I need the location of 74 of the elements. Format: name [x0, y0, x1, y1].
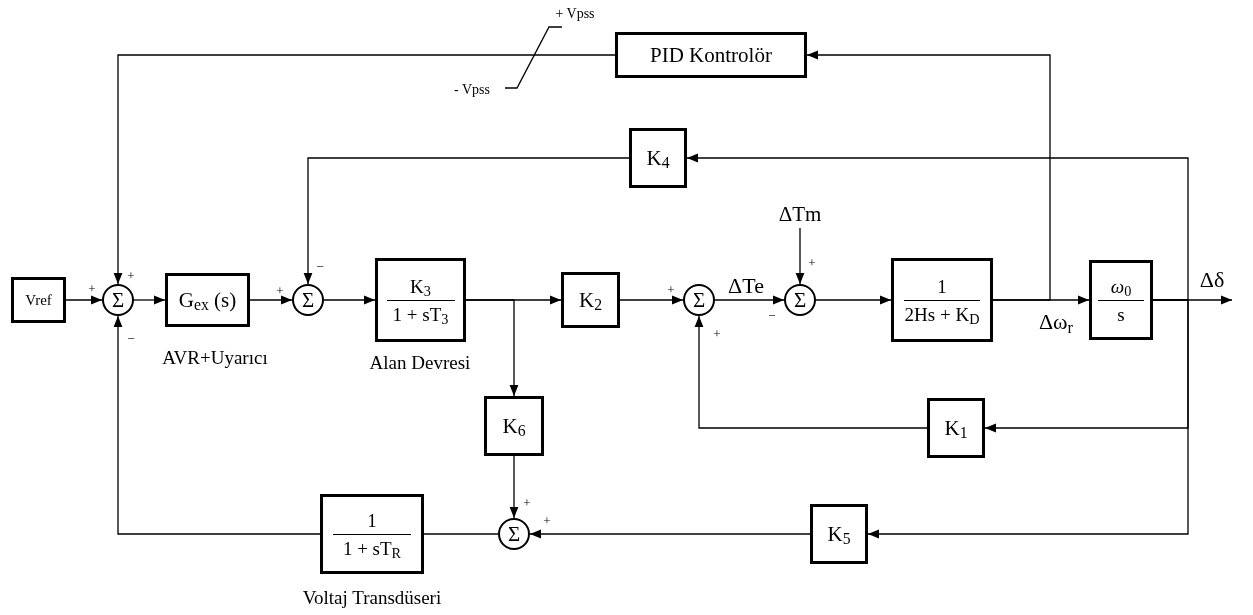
transfer-function-block — [810, 504, 868, 564]
block-caption: Voltaj Transdüseri — [302, 586, 442, 610]
transfer-function-block — [11, 277, 66, 323]
block-label: K$_{6}$ — [502, 415, 526, 437]
sign-label: + — [523, 495, 531, 509]
transfer-function-block — [615, 32, 807, 78]
denominator: 2Hs + K$_{D}$ — [904, 304, 980, 324]
arrow — [529, 529, 811, 539]
arrow — [714, 295, 785, 305]
block-caption: AVR+Uyarıcı — [162, 346, 268, 370]
summing-junction — [498, 518, 530, 550]
arrow — [815, 295, 892, 305]
arrow — [323, 295, 376, 305]
sign-label: + — [88, 281, 96, 295]
signal-name: ΔTm — [778, 203, 822, 225]
sign-label: − — [768, 308, 776, 322]
sign-label: + — [808, 255, 816, 269]
transfer-function-block — [165, 273, 250, 327]
summing-junction — [292, 284, 324, 316]
connector-line — [423, 533, 499, 535]
arrow — [795, 227, 805, 285]
block-label: K$_{2}$ — [578, 289, 602, 311]
summing-junction — [784, 284, 816, 316]
transfer-function-block — [891, 258, 993, 342]
block-caption: Alan Devresi — [369, 351, 471, 375]
sign-label: + — [667, 282, 675, 296]
arrow — [65, 295, 103, 305]
sigma-symbol: Σ — [692, 289, 706, 311]
transfer-function-block — [375, 258, 466, 342]
block-label: K$_{1}$ — [944, 417, 968, 439]
sigma-symbol: Σ — [111, 289, 125, 311]
arrow — [249, 295, 293, 305]
block-label: PID Kontrolör — [650, 44, 772, 66]
sigma-symbol: Σ — [301, 289, 315, 311]
arrow — [619, 295, 684, 305]
numerator: 1 — [367, 510, 377, 530]
sign-label: + — [127, 268, 135, 282]
arrow — [133, 295, 166, 305]
arrow — [806, 50, 1051, 301]
transfer-function-block — [320, 494, 424, 574]
denominator: 1 + sT$_{3}$ — [392, 304, 449, 324]
numerator: 1 — [937, 276, 947, 296]
block-label: G$_{ex}$ (s) — [178, 289, 237, 311]
denominator: 1 + sT$_{R}$ — [342, 538, 402, 558]
denominator: s — [1117, 304, 1125, 324]
block-label: Vref — [25, 292, 52, 308]
block-label: K$_{4}$ — [646, 147, 670, 169]
sign-label: + — [713, 326, 721, 340]
arrow — [694, 315, 928, 429]
transfer-function-block — [629, 128, 687, 188]
arrow — [867, 299, 1189, 539]
signal-label: + Vpss — [555, 7, 595, 21]
sigma-symbol: Σ — [793, 289, 807, 311]
sign-label: − — [316, 259, 324, 273]
transfer-function-block — [927, 398, 985, 458]
sigma-symbol: Σ — [507, 523, 521, 545]
summing-junction — [683, 284, 715, 316]
arrow — [113, 315, 321, 535]
arrow — [303, 157, 630, 285]
sign-label: + — [276, 283, 284, 297]
sign-label: − — [127, 331, 135, 345]
arrow — [465, 299, 519, 397]
transfer-function-block — [561, 272, 620, 328]
sign-label: + — [543, 513, 551, 527]
transfer-function-block — [1089, 260, 1153, 340]
arrow — [509, 455, 519, 519]
arrow — [113, 54, 616, 285]
block-label: K$_{5}$ — [827, 523, 851, 545]
numerator: ω$_{0}$ — [1110, 276, 1132, 296]
summing-junction — [102, 284, 134, 316]
numerator: K$_{3}$ — [410, 276, 431, 296]
transfer-function-block — [484, 396, 544, 456]
arrow — [686, 153, 1189, 301]
signal-label: - Vpss — [454, 83, 490, 97]
